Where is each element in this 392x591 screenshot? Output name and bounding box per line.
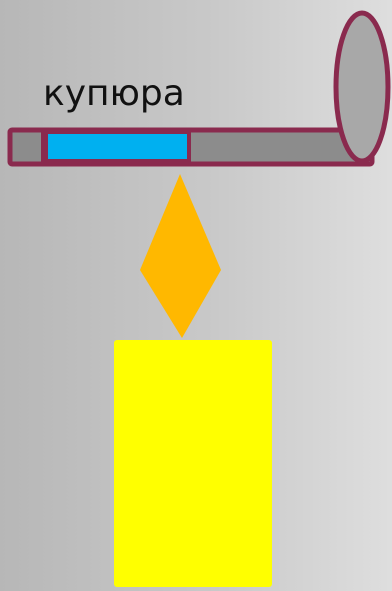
banknote-label: купюра xyxy=(43,73,185,114)
spoon-bowl xyxy=(333,10,391,164)
banknote xyxy=(44,130,191,163)
candle xyxy=(114,340,272,587)
flame xyxy=(140,174,221,338)
